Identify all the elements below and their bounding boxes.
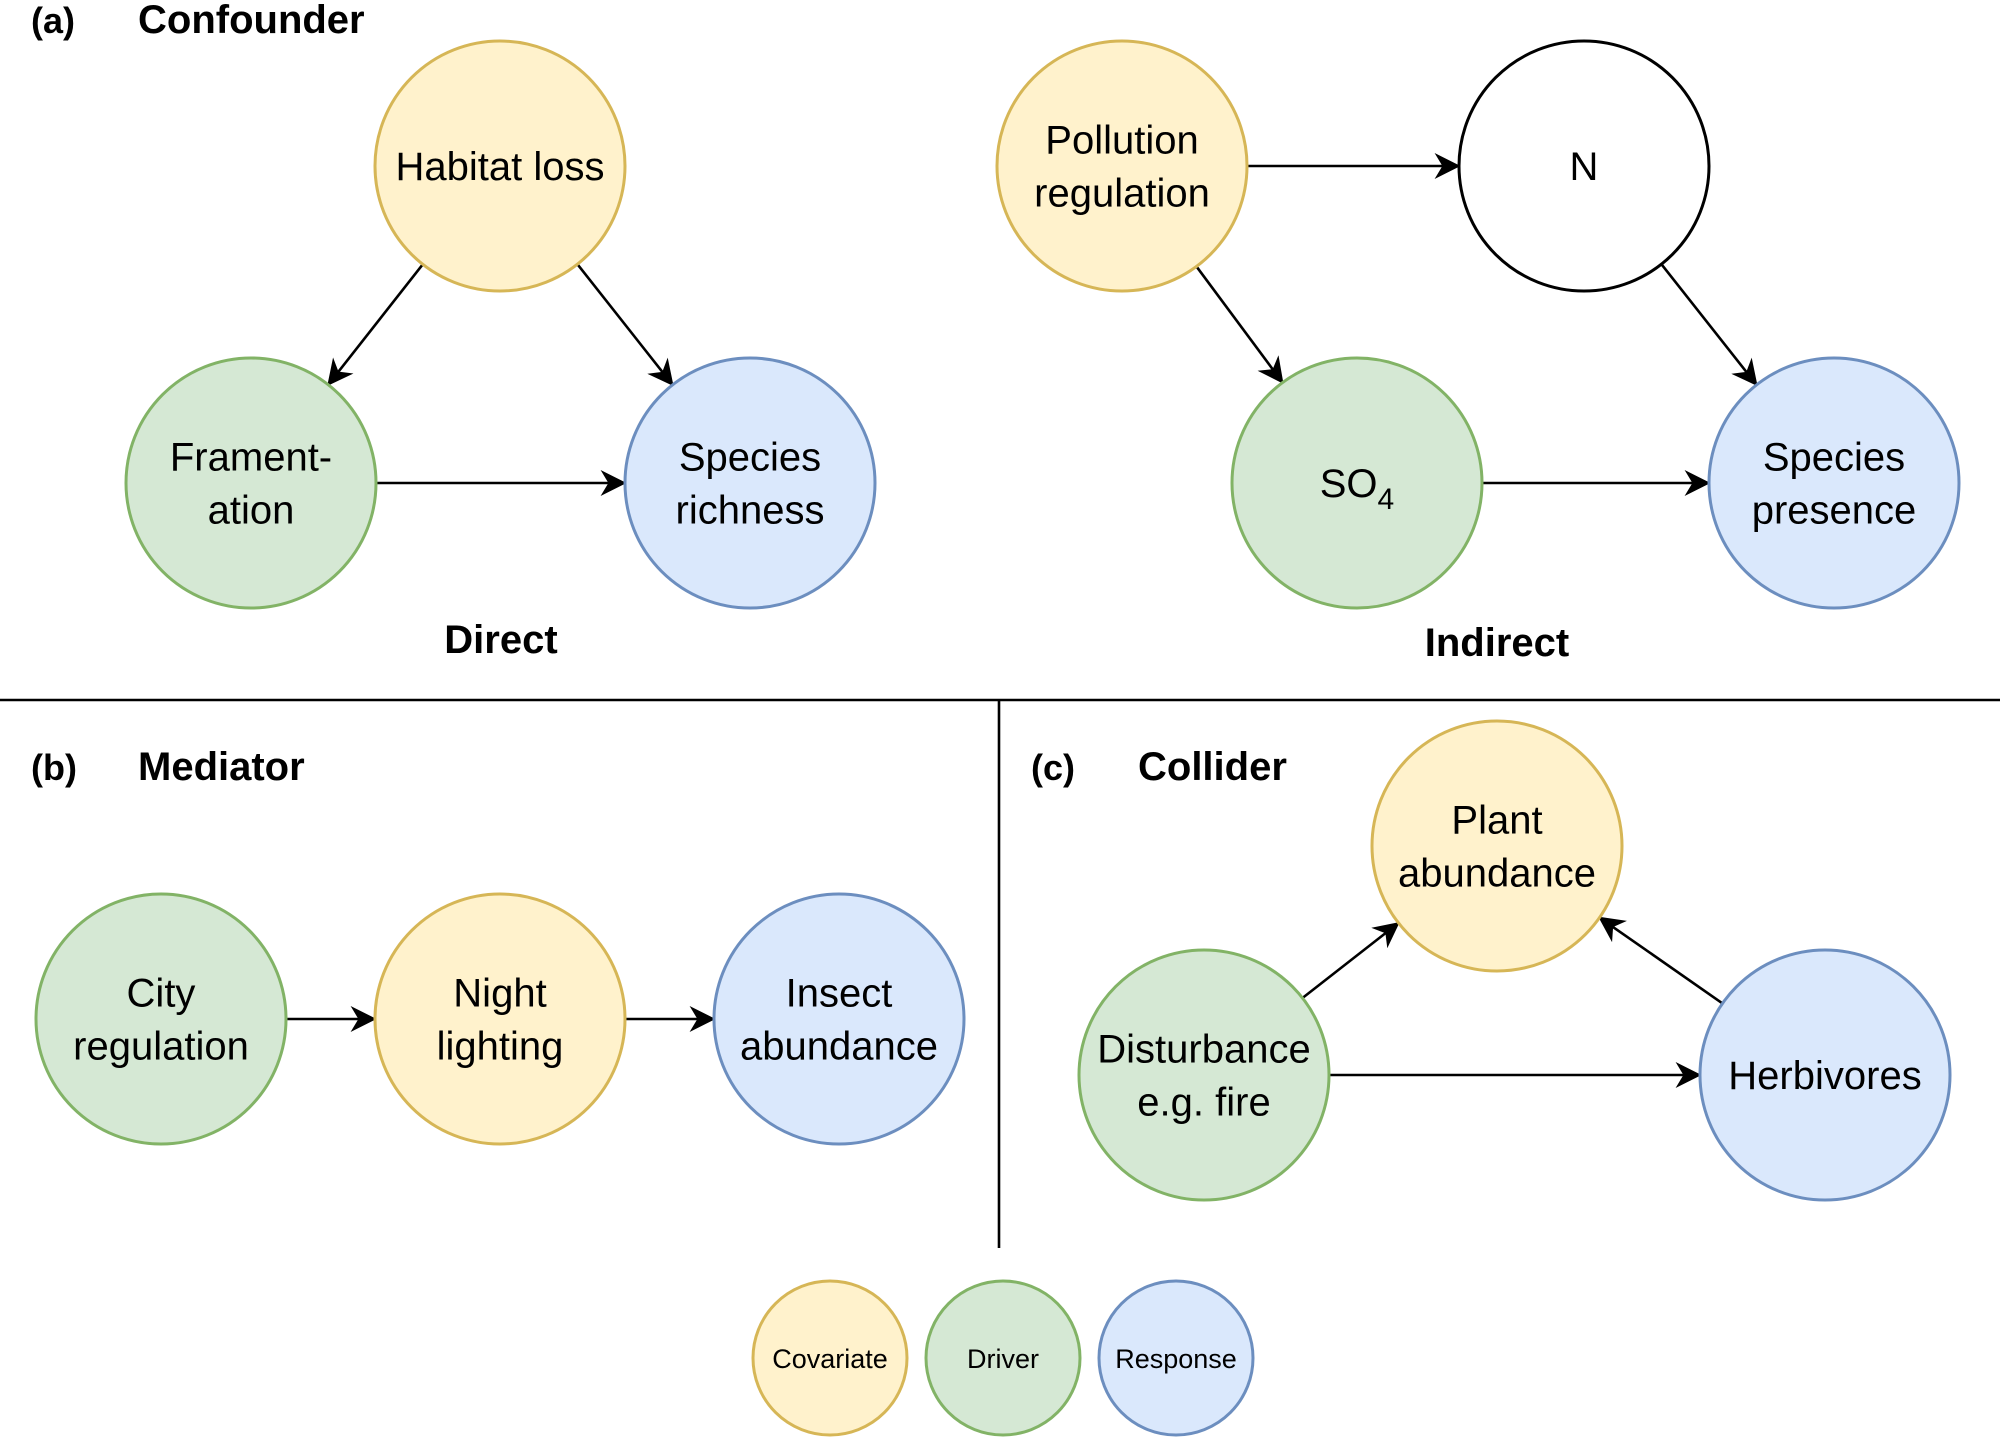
node-insect-abundance: Insect abundance	[712, 892, 966, 1146]
edge-n-to-species_presence	[1660, 263, 1758, 387]
legend-swatch	[924, 1279, 1082, 1437]
legend-label: Driver	[967, 1344, 1039, 1374]
node-species-richness: Species richness	[623, 356, 877, 610]
panel-c-title: Collider	[1138, 745, 1287, 789]
node-so4: SO4	[1230, 356, 1484, 610]
node-circle	[1707, 356, 1961, 610]
legend-swatch	[1097, 1279, 1255, 1437]
node-circle	[995, 39, 1249, 293]
edge-habitat_loss-to-fragmentation	[327, 263, 424, 386]
node-label: lighting	[437, 1025, 564, 1069]
node-label: regulation	[1034, 172, 1210, 216]
node-label: Night	[453, 972, 546, 1016]
node-n: N	[1457, 39, 1711, 293]
node-label: abundance	[1398, 852, 1596, 896]
node-label-subscript: 4	[1378, 483, 1395, 516]
edge-herbivores-to-plant_abundance	[1598, 916, 1724, 1005]
node-fragmentation: Frament-ation	[124, 356, 378, 610]
node-circle	[712, 892, 966, 1146]
node-label: Disturbance	[1097, 1028, 1310, 1072]
node-label: e.g. fire	[1137, 1081, 1270, 1125]
legend: Covariate Driver Response	[751, 1279, 1255, 1437]
node-label: abundance	[740, 1025, 938, 1069]
edge-disturbance-to-plant_abundance	[1301, 921, 1400, 1000]
node-label: N	[1570, 145, 1599, 189]
legend-label: Response	[1115, 1344, 1237, 1374]
node-label: Plant	[1451, 799, 1542, 843]
legend-item-driver: Driver	[924, 1279, 1082, 1437]
node-circle	[34, 892, 288, 1146]
node-circle	[373, 39, 627, 293]
legend-swatch	[751, 1279, 909, 1437]
node-circle	[124, 356, 378, 610]
node-label: Habitat loss	[396, 145, 605, 189]
panel-b-title: Mediator	[138, 745, 305, 789]
node-circle	[1457, 39, 1711, 293]
node-label: richness	[676, 489, 825, 533]
node-night-lighting: Night lighting	[373, 892, 627, 1146]
legend-item-response: Response	[1097, 1279, 1255, 1437]
node-label: Insect	[786, 972, 893, 1016]
node-disturbance: Disturbance e.g. fire	[1077, 948, 1331, 1202]
node-circle	[1077, 948, 1331, 1202]
node-circle	[1698, 948, 1952, 1202]
node-label: presence	[1752, 489, 1917, 533]
node-circle	[373, 892, 627, 1146]
edges-layer	[286, 153, 1758, 1088]
node-label: Herbivores	[1728, 1054, 1921, 1098]
node-pollution-regulation: Pollution regulation	[995, 39, 1249, 293]
node-city-regulation: City regulation	[34, 892, 288, 1146]
node-label: City	[127, 972, 196, 1016]
panel-b-letter: (b)	[31, 747, 77, 788]
node-label: Species	[679, 436, 821, 480]
node-herbivores: Herbivores	[1698, 948, 1952, 1202]
node-species-presence: Species presence	[1707, 356, 1961, 610]
legend-label: Covariate	[772, 1344, 888, 1374]
edge-pollution_regulation-to-so4	[1195, 265, 1284, 384]
node-habitat-loss: Habitat loss	[373, 39, 627, 293]
panel-c-letter: (c)	[1031, 747, 1075, 788]
node-label: regulation	[73, 1025, 249, 1069]
node-label: Frament-	[170, 436, 332, 480]
node-plant-abundance: Plant abundance	[1370, 719, 1624, 973]
node-label: Species	[1763, 436, 1905, 480]
direct-label: Direct	[444, 618, 557, 662]
node-circle	[1230, 356, 1484, 610]
panel-a-letter: (a)	[31, 0, 75, 41]
legend-item-covariate: Covariate	[751, 1279, 909, 1437]
panel-a-title: Confounder	[138, 0, 365, 42]
node-circle	[1370, 719, 1624, 973]
node-label: ation	[208, 489, 295, 533]
node-label: Pollution	[1045, 119, 1198, 163]
indirect-label: Indirect	[1425, 621, 1569, 665]
edge-habitat_loss-to-species_richness	[576, 263, 674, 387]
node-circle	[623, 356, 877, 610]
